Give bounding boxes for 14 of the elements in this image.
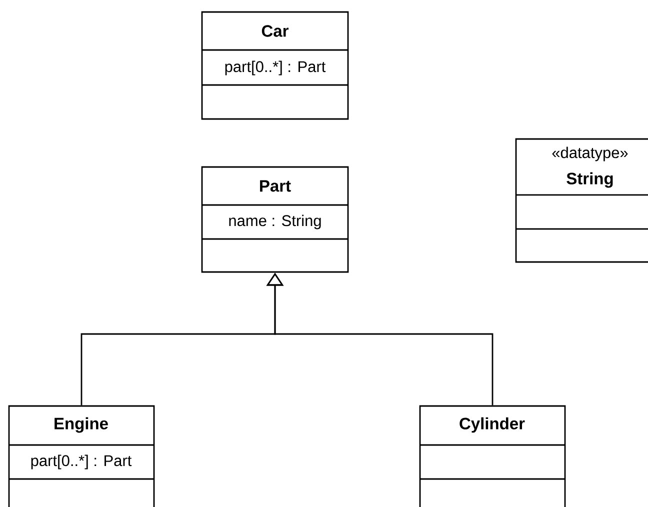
class-name: Cylinder (460, 417, 525, 433)
class-box (419, 405, 566, 507)
class-box (201, 166, 349, 273)
class-name: String (566, 172, 613, 188)
stereotype-label: «datatype» (552, 146, 628, 162)
class-name: Part (260, 180, 291, 192)
class-box (8, 405, 155, 507)
class-box (515, 138, 648, 263)
attribute-text: part[0..*] : Part (225, 60, 326, 76)
class-box (201, 11, 349, 120)
class-name: Engine (54, 417, 108, 433)
attribute-text: part[0..*] : Part (31, 454, 132, 470)
attribute-text: name : String (229, 214, 321, 230)
class-name: Car (262, 25, 288, 37)
